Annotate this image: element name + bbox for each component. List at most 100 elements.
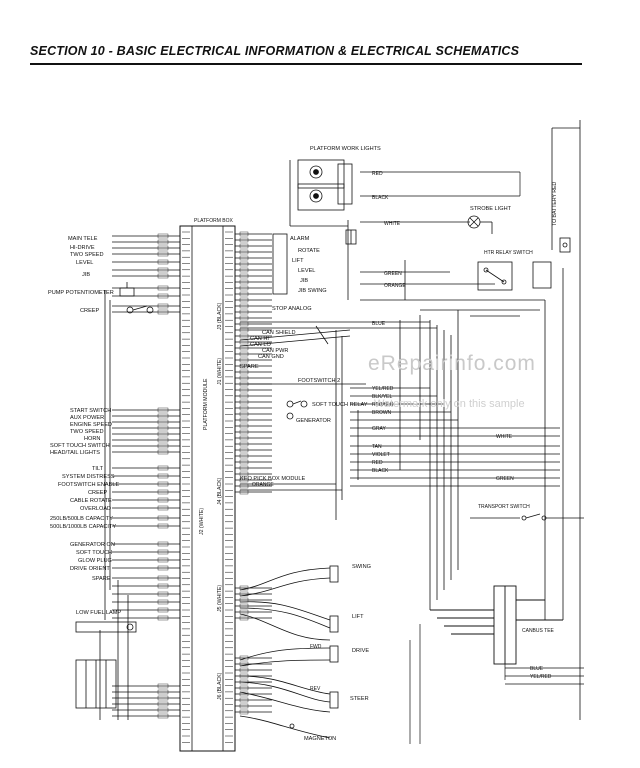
label-soft-touch-relay: SOFT TOUCH RELAY <box>312 402 368 408</box>
fn-overload: OVERLOAD <box>80 506 111 512</box>
fn-pump-pot: PUMP POTENTIOMETER <box>48 290 114 296</box>
wire-terminal <box>239 453 249 459</box>
wire-terminal <box>239 297 249 303</box>
low-fuel-lamp-symbol <box>75 621 137 633</box>
wire-code-label: BLUE <box>530 666 544 672</box>
label-level: LEVEL <box>298 268 315 274</box>
wire-terminal <box>239 429 249 435</box>
fn-aux-power: AUX POWER <box>70 415 104 421</box>
platform-module-outline <box>179 225 236 752</box>
wire-code-label: BLACK <box>372 195 389 201</box>
wire-terminal <box>157 233 169 239</box>
label-rev: REV <box>310 686 321 692</box>
wire-code-label: YEL/RED <box>372 386 394 392</box>
wire-terminal <box>157 523 169 529</box>
wire-code-label: RED <box>372 171 383 177</box>
label-can-hi: CAN HI <box>250 336 269 342</box>
wire-terminal <box>239 471 249 477</box>
fn-horn: HORN <box>84 436 100 442</box>
wire-terminal <box>157 449 169 455</box>
wire-terminal <box>157 465 169 471</box>
wire-terminal <box>157 505 169 511</box>
fn-soft-touch-switch: SOFT TOUCH SWITCH <box>50 443 110 449</box>
strobe-light-label: STROBE LIGHT <box>470 206 512 212</box>
strobe-light-symbol <box>467 215 493 234</box>
wire-code-label: TAN <box>372 444 382 450</box>
wire-code-label: WHITE <box>384 221 401 227</box>
magneton-lead <box>239 715 331 739</box>
wire-terminal <box>239 333 249 339</box>
wire-terminal <box>157 413 169 419</box>
wire-terminal <box>157 407 169 413</box>
platform-module-label: PLATFORM MODULE <box>203 378 209 430</box>
watermark-main: eRepairinfo.com <box>368 352 536 375</box>
wire-code-label: GRAY <box>372 426 386 432</box>
wire-terminal <box>157 259 169 265</box>
wire-terminal <box>239 303 249 309</box>
wire-terminal <box>239 477 249 483</box>
htr-relay-label: HTR RELAY SWITCH <box>484 250 533 256</box>
wire-terminal <box>239 267 249 273</box>
wire-terminal <box>239 615 249 621</box>
wire-code-label: ORANGE <box>384 283 406 289</box>
fn-start-switch: START SWITCH <box>70 408 111 414</box>
wire-code-label: BROWN <box>372 410 392 416</box>
work-light-lamp-2 <box>297 183 345 211</box>
wire-terminal <box>157 473 169 479</box>
wire-terminal <box>239 447 249 453</box>
wire-terminal <box>239 357 249 363</box>
left-function-labels: MAIN TELE HI-DRIVE TWO SPEED LEVEL JIB P… <box>48 236 119 582</box>
fn-creep: CREEP <box>80 308 100 314</box>
wire-terminal <box>157 489 169 495</box>
label-generator: GENERATOR <box>296 418 331 424</box>
wire-terminal <box>239 315 249 321</box>
wire-terminal <box>157 481 169 487</box>
fn-head-tail-lights: HEAD/TAIL LIGHTS <box>50 450 100 456</box>
wire-terminal <box>157 437 169 443</box>
wire-terminal <box>157 293 169 299</box>
wire-terminal <box>239 309 249 315</box>
canbus-tee-block <box>430 585 563 665</box>
wire-terminal <box>157 583 169 589</box>
center-vertical-buses <box>335 127 580 620</box>
wire-terminal <box>239 255 249 261</box>
fn-jib: JIB <box>82 272 90 278</box>
center-horizontal-runs <box>240 171 560 491</box>
wire-terminal <box>239 697 249 703</box>
wire-terminal <box>239 231 249 237</box>
wire-terminal <box>239 405 249 411</box>
wire-terminal <box>157 575 169 581</box>
wire-terminal <box>157 599 169 605</box>
canbus-tee-label: CANBUS TEE <box>522 628 555 634</box>
low-fuel-lamp-label: LOW FUEL LAMP <box>76 610 121 616</box>
label-jib: JIB <box>300 278 308 284</box>
label-stop-analog: STOP ANALOG <box>272 306 312 312</box>
wire-terminal <box>239 703 249 709</box>
connector-pins <box>182 231 233 743</box>
wire-terminal <box>239 363 249 369</box>
fn-spare: SPARE <box>92 576 111 582</box>
label-can-shield: CAN SHIELD <box>262 330 296 336</box>
label-steer: STEER <box>350 696 369 702</box>
wire-terminal <box>239 351 249 357</box>
label-drive: DRIVE <box>352 648 369 654</box>
wire-terminal <box>239 375 249 381</box>
platform-work-lights-label: PLATFORM WORK LIGHTS <box>310 146 381 152</box>
right-wire-stubs <box>235 231 272 715</box>
work-light-lamp-1 <box>297 159 345 189</box>
fn-capacity-1: 250LB/500LB CAPACITY <box>50 516 113 522</box>
wire-terminal <box>239 609 249 615</box>
label-rotate: ROTATE <box>298 248 320 254</box>
wire-terminal <box>239 685 249 691</box>
wire-terminal <box>157 285 169 291</box>
wire-terminal <box>239 243 249 249</box>
wire-code-label: VIOLET <box>372 452 390 458</box>
wire-terminal <box>239 435 249 441</box>
wire-code-label: BLK/YEL <box>372 394 393 400</box>
wire-terminal <box>157 515 169 521</box>
connector-j5-label: J5 (WHITE) <box>217 585 223 612</box>
htr-relay-symbol <box>477 261 513 291</box>
watermark-sub: Watermark only on this sample <box>374 398 525 410</box>
label-jib-swing: JIB SWING <box>298 288 327 294</box>
